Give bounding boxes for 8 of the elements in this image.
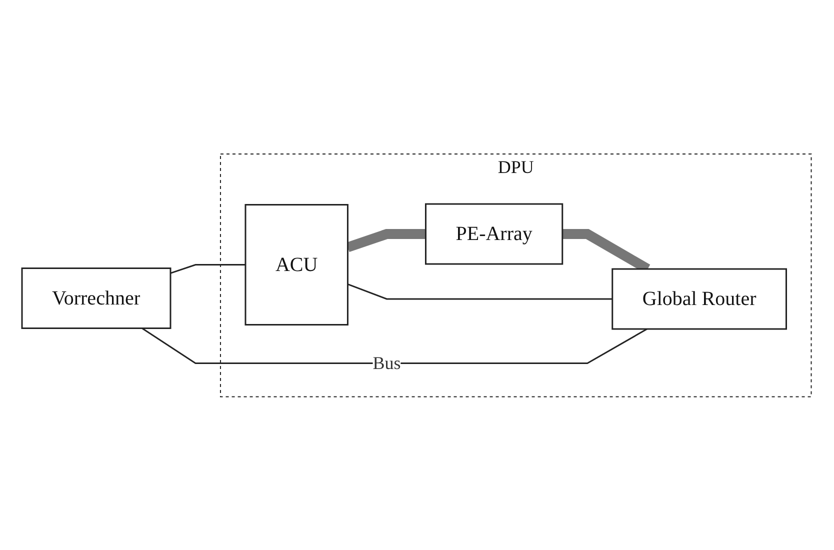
edge-label: Bus	[373, 352, 402, 372]
connector	[142, 327, 648, 364]
node-box: Global Router	[612, 268, 788, 330]
node-box: PE-Array	[425, 202, 564, 264]
connector	[170, 264, 246, 274]
node-box: Vorrechner	[22, 267, 172, 329]
node-box: ACU	[245, 204, 349, 326]
connector	[348, 283, 613, 300]
